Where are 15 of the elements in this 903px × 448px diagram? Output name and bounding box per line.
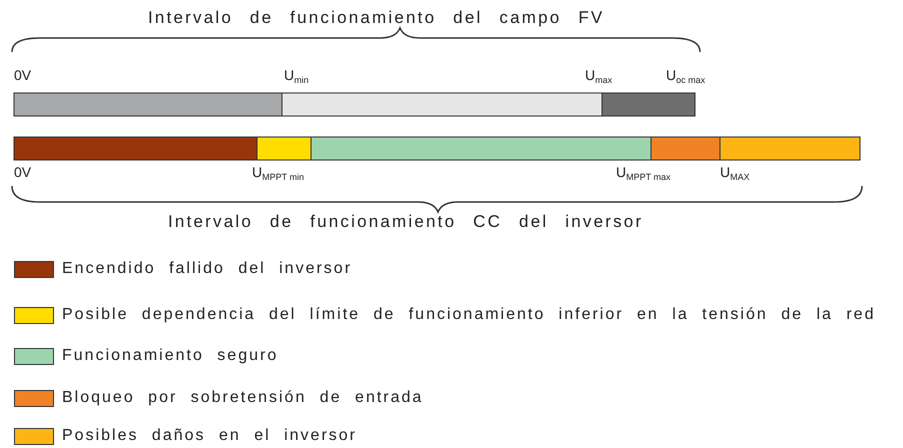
legend-label: Encendido fallido del inversor bbox=[62, 260, 352, 278]
axis-label: U$_{MPPT max}$ bbox=[616, 164, 670, 184]
axis-label: U$_{min}$ bbox=[284, 67, 309, 87]
legend-label: Posibles daños en el inversor bbox=[62, 427, 358, 445]
legend-label: Funcionamiento seguro bbox=[62, 347, 278, 365]
axis-label: U$_{MPPT min}$ bbox=[252, 164, 304, 184]
axis-label: 0V bbox=[14, 164, 32, 180]
axis-label: U$_{max}$ bbox=[585, 67, 612, 87]
axis-label: U$_{oc max}$ bbox=[666, 67, 706, 87]
title: Intervalo de funcionamiento del campo FV bbox=[148, 10, 604, 26]
legend-label: Bloqueo por sobretensión de entrada bbox=[62, 389, 424, 407]
title: Intervalo de funcionamiento CC del inversor bbox=[168, 214, 644, 230]
legend-label: Posible dependencia del límite de funcionamiento inferior en la tensión de la red bbox=[62, 306, 876, 324]
axis-label: U$_{MAX}$ bbox=[720, 164, 750, 184]
axis-label: 0V bbox=[14, 67, 32, 83]
